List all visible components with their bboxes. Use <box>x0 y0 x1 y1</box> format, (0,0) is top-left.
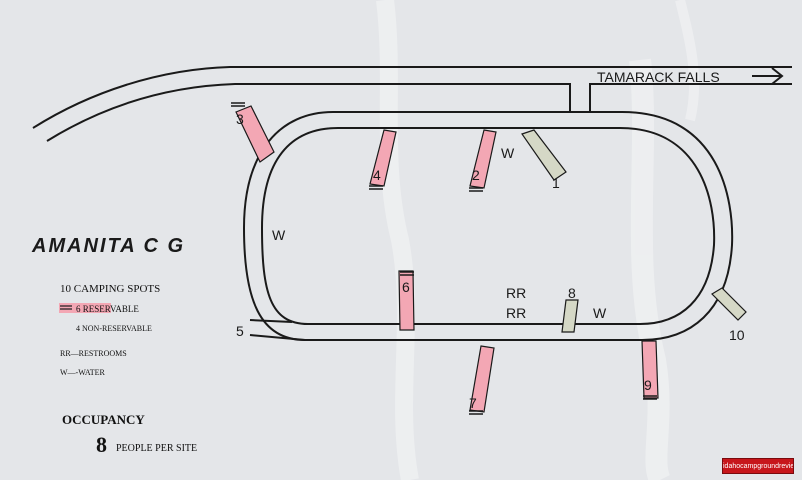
water-label-bottom: W <box>593 305 607 321</box>
site-1-pad <box>521 129 567 181</box>
site-label-2: 2 <box>472 167 480 183</box>
site-3-pad <box>235 105 275 163</box>
site-label-9: 9 <box>644 377 652 393</box>
site-7-pad <box>469 345 495 413</box>
site-number-labels: 3 4 2 1 6 8 5 10 9 7 <box>236 111 745 411</box>
site-label-10: 10 <box>729 327 745 343</box>
paper-texture <box>376 0 700 480</box>
occupancy-heading: OCCUPANCY <box>62 412 145 427</box>
site-6-pad <box>398 270 415 331</box>
legend: 10 CAMPING SPOTS 6 RESERVABLE 4 NON-RESE… <box>59 283 160 377</box>
watermark-logo: idahocampgroundreview.com <box>722 458 794 474</box>
campground-title: AMANITA C G <box>31 235 185 257</box>
legend-water: W—-WATER <box>60 368 106 377</box>
access-road <box>32 66 792 142</box>
water-label-left: W <box>272 227 286 243</box>
direction-label: TAMARACK FALLS <box>597 69 720 85</box>
site-4-pad <box>369 129 397 187</box>
legend-reservable-swatch <box>59 303 111 313</box>
site-10-pad <box>711 287 747 321</box>
site-highlights <box>235 105 659 413</box>
site-end-marks <box>231 102 657 415</box>
site-8-pad <box>561 299 579 333</box>
loop-road <box>242 111 734 341</box>
site-9-pad <box>641 340 659 399</box>
site-label-5: 5 <box>236 323 244 339</box>
water-label-top: W <box>501 145 515 161</box>
legend-count: 10 CAMPING SPOTS <box>60 283 160 295</box>
restroom-label-2: RR <box>506 305 526 321</box>
occupancy-unit: PEOPLE PER SITE <box>116 443 197 454</box>
site-pads-nonres <box>521 129 747 333</box>
site-label-3: 3 <box>236 111 244 127</box>
legend-non-reservable: 4 NON-RESERVABLE <box>76 324 152 333</box>
site-2-pad <box>469 129 497 189</box>
spur-site-5 <box>249 319 306 341</box>
occupancy-block: OCCUPANCY 8 PEOPLE PER SITE <box>62 412 197 457</box>
occupancy-number: 8 <box>96 432 107 457</box>
site-label-4: 4 <box>373 167 381 183</box>
legend-reservable: 6 RESERVABLE <box>76 304 139 314</box>
restroom-label-1: RR <box>506 285 526 301</box>
site-label-7: 7 <box>469 395 477 411</box>
legend-restrooms: RR—RESTROOMS <box>60 349 127 358</box>
arrow-right-icon <box>752 67 784 85</box>
site-label-6: 6 <box>402 279 410 295</box>
facility-labels: W W W RR RR <box>272 145 607 321</box>
site-label-8: 8 <box>568 285 576 301</box>
site-label-1: 1 <box>552 175 560 191</box>
